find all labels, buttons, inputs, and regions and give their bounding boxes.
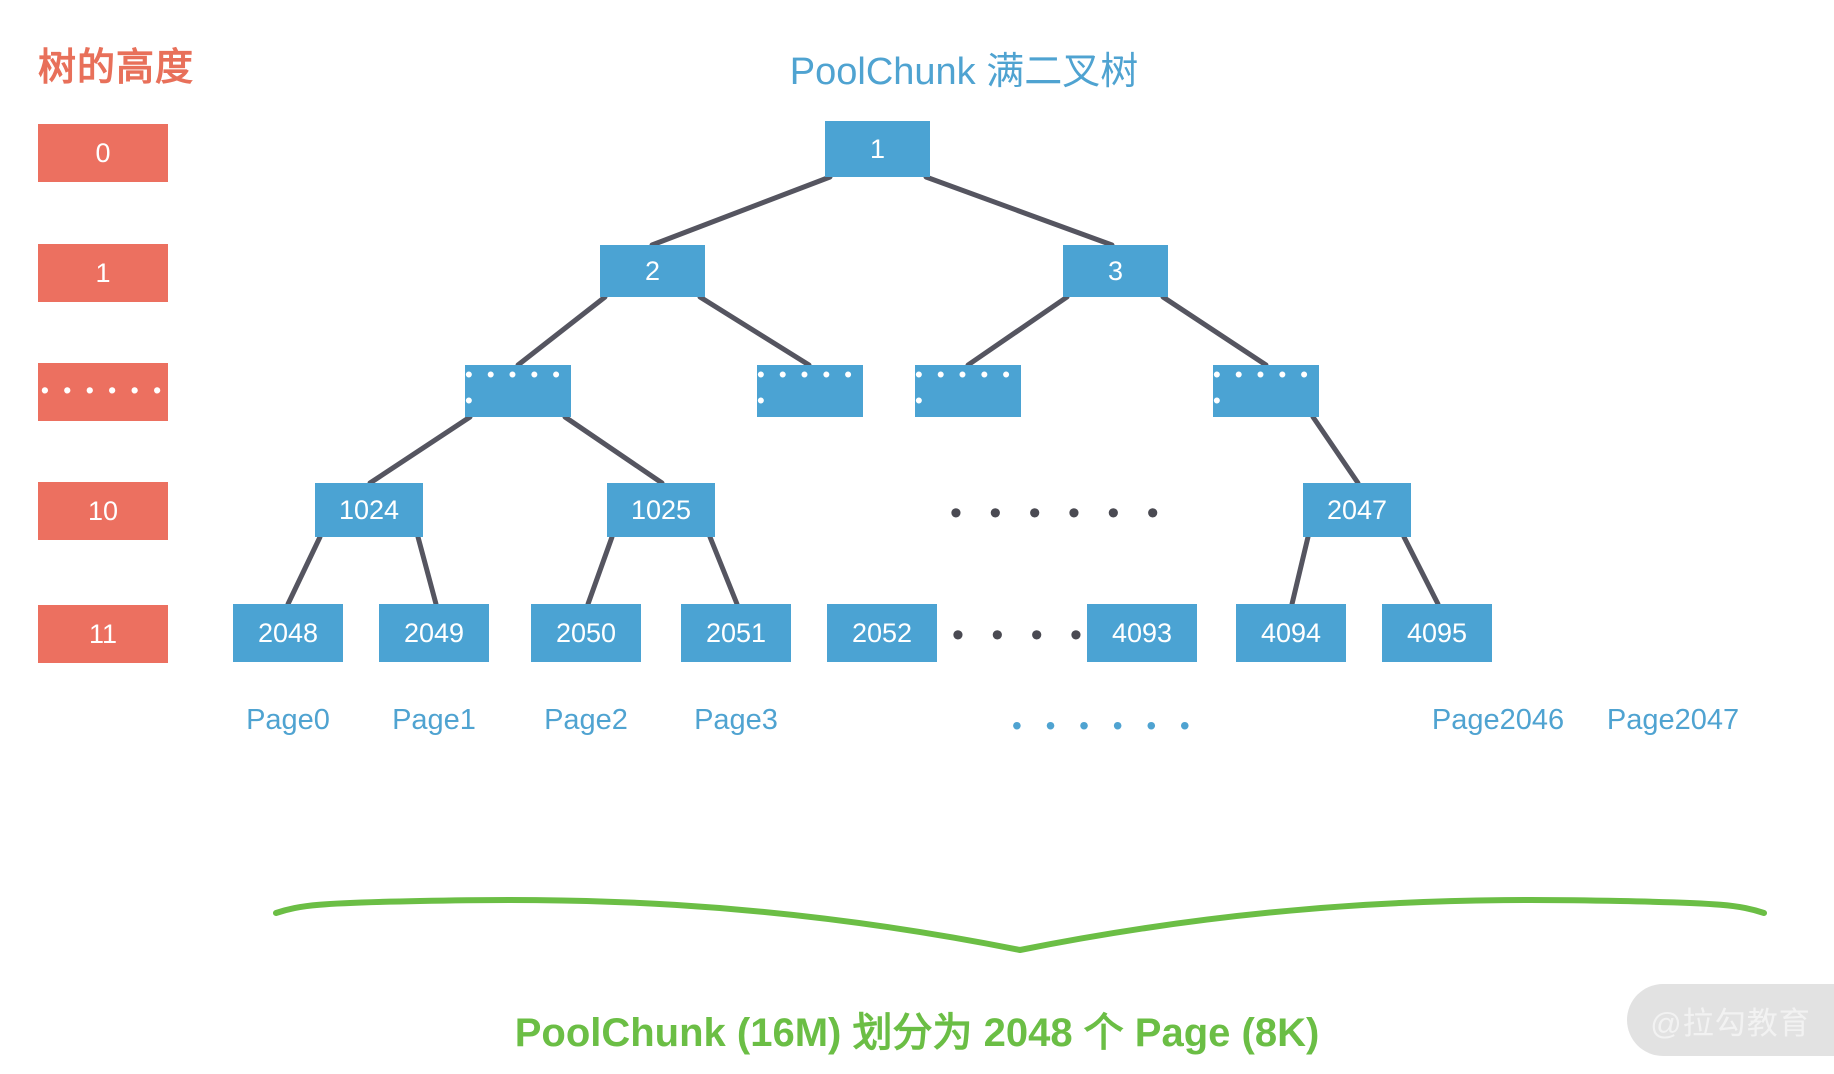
page-label-1: Page1	[392, 704, 476, 736]
tree-node-2049-label: 2049	[403, 617, 465, 648]
page-label-2047: Page2047	[1606, 704, 1740, 736]
tree-node-4094[interactable]: 4094	[1236, 604, 1346, 662]
diagram-title: PoolChunk 满二叉树	[0, 40, 1834, 95]
height-box-11-label: 11	[88, 618, 118, 649]
tree-node-3-label: 3	[1107, 255, 1124, 286]
height-box-11: 11	[38, 605, 168, 663]
height-column-title: 树的高度	[38, 47, 195, 89]
height-box-0: 0	[38, 124, 168, 182]
tree-node-1[interactable]: 1	[825, 121, 930, 177]
tree-node-1024[interactable]: 1024	[315, 483, 423, 537]
tree-node-1025-label: 1025	[630, 494, 692, 525]
diagram-title-text: PoolChunk 满二叉树	[789, 51, 1139, 93]
tree-node-ellipsis-1-label: • • • • • •	[465, 362, 564, 413]
page-label-0: Page0	[246, 704, 330, 736]
tree-node-4093-label: 4093	[1111, 617, 1173, 648]
tree-node-1024-label: 1024	[338, 494, 400, 525]
tree-node-1-label: 1	[869, 133, 886, 164]
tree-node-ellipsis-2-label: • • • • • •	[757, 362, 856, 413]
watermark-badge: @拉勾教育	[1627, 984, 1834, 1056]
page-label-3: Page3	[694, 704, 778, 736]
level3-gap-ellipsis: • • • • • •	[950, 494, 1168, 532]
tree-node-2050[interactable]: 2050	[531, 604, 641, 662]
tree-node-ellipsis-2[interactable]: • • • • • •	[757, 362, 863, 417]
watermark-text: @拉勾教育	[1650, 1005, 1811, 1041]
tree-node-2051-label: 2051	[705, 617, 767, 648]
tree-node-2[interactable]: 2	[600, 245, 705, 297]
diagram-caption: PoolChunk (16M) 划分为 2048 个 Page (8K)	[514, 1011, 1320, 1055]
tree-node-ellipsis-4[interactable]: • • • • • •	[1213, 362, 1319, 417]
height-box-10: 10	[38, 482, 168, 540]
height-box-ellipsis: • • • • • •	[38, 363, 168, 421]
height-box-ellipsis-label: • • • • • •	[40, 376, 166, 403]
tree-node-4095[interactable]: 4095	[1382, 604, 1492, 662]
tree-node-ellipsis-4-label: • • • • • •	[1213, 362, 1312, 413]
height-box-10-label: 10	[87, 495, 119, 526]
page-label-2: Page2	[544, 704, 628, 736]
tree-node-2051[interactable]: 2051	[681, 604, 791, 662]
tree-node-2047[interactable]: 2047	[1303, 483, 1411, 537]
tree-node-ellipsis-1[interactable]: • • • • • •	[465, 362, 571, 417]
page-label-2046: Page2046	[1431, 704, 1565, 736]
tree-node-ellipsis-3-label: • • • • • •	[915, 362, 1014, 413]
height-box-1-label: 1	[95, 257, 111, 288]
tree-node-4094-label: 4094	[1260, 617, 1322, 648]
tree-node-2-label: 2	[644, 255, 661, 286]
tree-node-ellipsis-3[interactable]: • • • • • •	[915, 362, 1021, 417]
tree-node-4095-label: 4095	[1406, 617, 1468, 648]
tree-node-2052-label: 2052	[851, 617, 913, 648]
tree-node-3[interactable]: 3	[1063, 245, 1168, 297]
tree-node-2048-label: 2048	[257, 617, 319, 648]
tree-node-1025[interactable]: 1025	[607, 483, 715, 537]
tree-node-2048[interactable]: 2048	[233, 604, 343, 662]
tree-node-2049[interactable]: 2049	[379, 604, 489, 662]
tree-node-2050-label: 2050	[555, 617, 617, 648]
tree-node-4093[interactable]: 4093	[1087, 604, 1197, 662]
page-gap-ellipsis: • • • • • •	[1012, 710, 1198, 741]
height-box-1: 1	[38, 244, 168, 302]
height-box-0-label: 0	[95, 137, 111, 168]
tree-node-2052[interactable]: 2052	[827, 604, 937, 662]
tree-node-2047-label: 2047	[1326, 494, 1388, 525]
